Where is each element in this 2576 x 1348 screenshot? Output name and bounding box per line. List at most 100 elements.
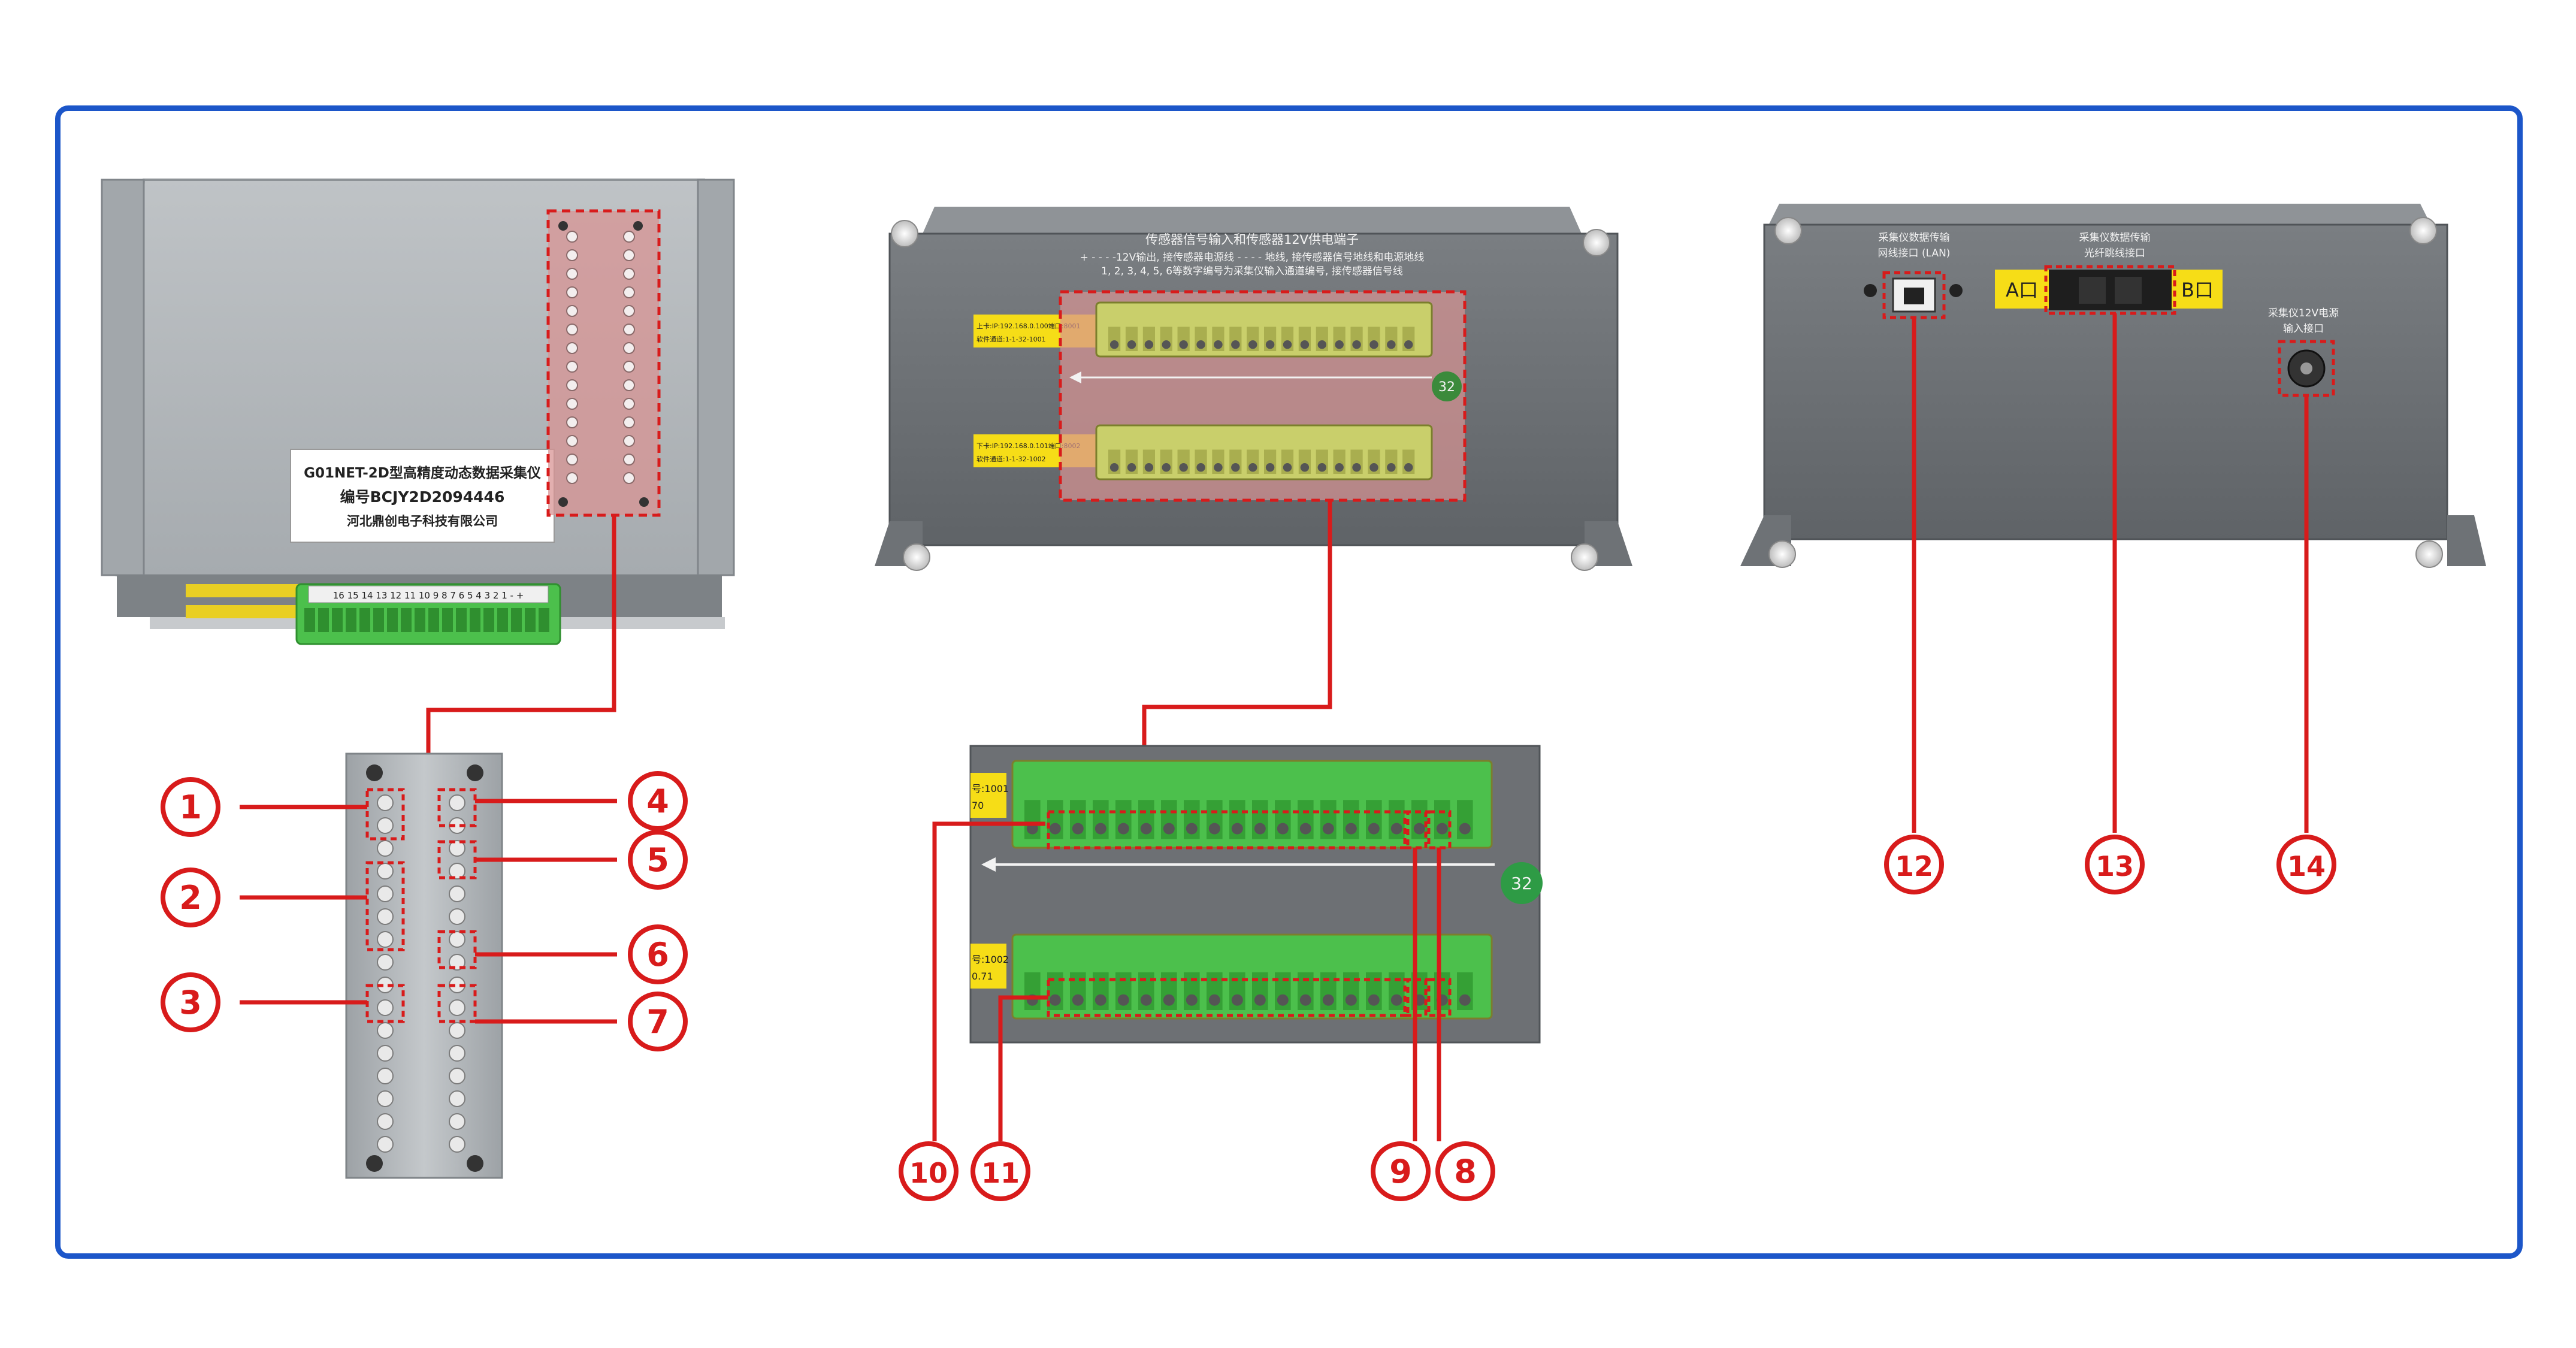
- hole: [377, 840, 394, 857]
- fiber-label-1: 采集仪数据传输: [2079, 232, 2151, 244]
- hole: [566, 249, 578, 261]
- hole-box-4: [437, 788, 477, 827]
- badge: [1432, 371, 1462, 401]
- callout-number: 3: [179, 984, 202, 1021]
- zoom-badge-label: 32: [1511, 874, 1532, 893]
- terminal-screw: [1163, 994, 1175, 1006]
- zoom-plate: [345, 752, 503, 1179]
- hole-box-1: [365, 788, 405, 841]
- device-back-view: 采集仪数据传输 网线接口 (LAN) 采集仪数据传输 光纤跳线接口 A口 B口 …: [1740, 204, 2486, 568]
- terminal-pin: [304, 608, 315, 632]
- terminal-screw: [1162, 463, 1171, 472]
- screw-icon: [2409, 217, 2437, 244]
- zoom-arrow-head-icon: [981, 857, 996, 872]
- device-top-view: G01NET-2D型高精度动态数据采集仪 编号BCJY2D2094446 河北鼎…: [101, 179, 735, 645]
- hole: [377, 1022, 394, 1039]
- terminal-screw: [1387, 463, 1396, 472]
- channel-tag-upper-line1: 上卡:IP:192.168.0.100端口:8001: [976, 322, 1080, 330]
- hole: [566, 361, 578, 373]
- callout-circle: [899, 1141, 959, 1201]
- zoom-tag-upper-line2: 70: [972, 800, 984, 811]
- terminal-screw: [1459, 994, 1471, 1006]
- right-callout-lines: [1912, 313, 2309, 833]
- terminal-screw: [1163, 823, 1175, 835]
- hole: [623, 305, 635, 317]
- terminal-screw: [1335, 340, 1344, 349]
- hole: [449, 1068, 465, 1084]
- terminal-screw: [1231, 463, 1240, 472]
- hole: [566, 324, 578, 336]
- terminal-screw: [1299, 994, 1311, 1006]
- hole: [449, 908, 465, 925]
- zoom-badge: [1501, 862, 1543, 904]
- terminal-screw: [1231, 994, 1243, 1006]
- callout-number: 6: [646, 936, 669, 974]
- terminal-pin: [415, 608, 425, 632]
- callout-circle: [161, 868, 220, 927]
- hole: [623, 454, 635, 466]
- lan-label-1: 采集仪数据传输: [1879, 232, 1950, 244]
- hole: [566, 416, 578, 428]
- hole: [566, 305, 578, 317]
- terminal-screw: [1186, 823, 1198, 835]
- hole: [377, 863, 394, 879]
- hole: [377, 1090, 394, 1107]
- hole: [377, 817, 394, 834]
- hole: [449, 931, 465, 948]
- terminal-pin: [511, 608, 522, 632]
- callout-number: 5: [646, 841, 669, 879]
- hole: [623, 231, 635, 243]
- device-front-view: 传感器信号输入和传感器12V供电端子 + - - - -12V输出, 接传感器电…: [875, 207, 1632, 571]
- hole: [449, 1022, 465, 1039]
- screw-icon: [1768, 540, 1796, 568]
- callout-number: 2: [179, 879, 202, 917]
- callout-circle: [970, 1141, 1030, 1201]
- channel-tag-lower-line1: 下卡:IP:192.168.0.101端口:8002: [976, 442, 1080, 450]
- terminal-screw: [1140, 994, 1152, 1006]
- terminal-screw: [1117, 823, 1129, 835]
- hole: [566, 342, 578, 354]
- terminal-screw: [1265, 340, 1275, 349]
- terminal-pin: [483, 608, 494, 632]
- middle-callout-lines: [932, 821, 1441, 1141]
- callout-circle: [628, 992, 688, 1051]
- terminal-screw: [1317, 340, 1326, 349]
- callout-circle: [2085, 835, 2145, 894]
- hole: [449, 840, 465, 857]
- terminal-screw: [1208, 823, 1220, 835]
- terminal-screw: [1231, 823, 1243, 835]
- terminal-screw: [1436, 823, 1448, 835]
- terminal-screw: [1162, 340, 1171, 349]
- terminal-screw: [1413, 823, 1425, 835]
- terminal-screw: [1144, 340, 1154, 349]
- terminal-pin: [442, 608, 453, 632]
- hole: [377, 885, 394, 902]
- callout-number: 10: [909, 1157, 948, 1189]
- hole: [377, 931, 394, 948]
- port-a-label: A口: [2006, 279, 2038, 301]
- hole: [449, 885, 465, 902]
- terminal-screw: [1072, 823, 1084, 835]
- diagram-frame: [55, 105, 2523, 1259]
- zoom-terminals: 号:1001 70 号:1002 0.71 32: [969, 745, 1543, 1044]
- zoom-tag-upper-line1: 号:1001: [972, 783, 1009, 794]
- terminal-screw: [1368, 823, 1380, 835]
- fiber-label-2: 光纤跳线接口: [2084, 247, 2145, 259]
- terminal-screw: [1300, 463, 1310, 472]
- terminal-screw: [1404, 463, 1413, 472]
- callout-circle: [1435, 1141, 1495, 1201]
- device-label-line1: G01NET-2D型高精度动态数据采集仪: [304, 465, 542, 481]
- hole-area-highlight: [546, 209, 661, 517]
- hole: [566, 268, 578, 280]
- terminal-screw: [1117, 994, 1129, 1006]
- terminal-pin: [387, 608, 398, 632]
- terminal-screw: [1196, 463, 1205, 472]
- terminal-screw: [1300, 340, 1310, 349]
- callout-number: 4: [646, 782, 669, 820]
- terminal-pin: [525, 608, 536, 632]
- hole: [377, 999, 394, 1016]
- terminal-screw: [1335, 463, 1344, 472]
- badge-label: 32: [1438, 380, 1455, 395]
- plate-screw-icon: [467, 764, 483, 781]
